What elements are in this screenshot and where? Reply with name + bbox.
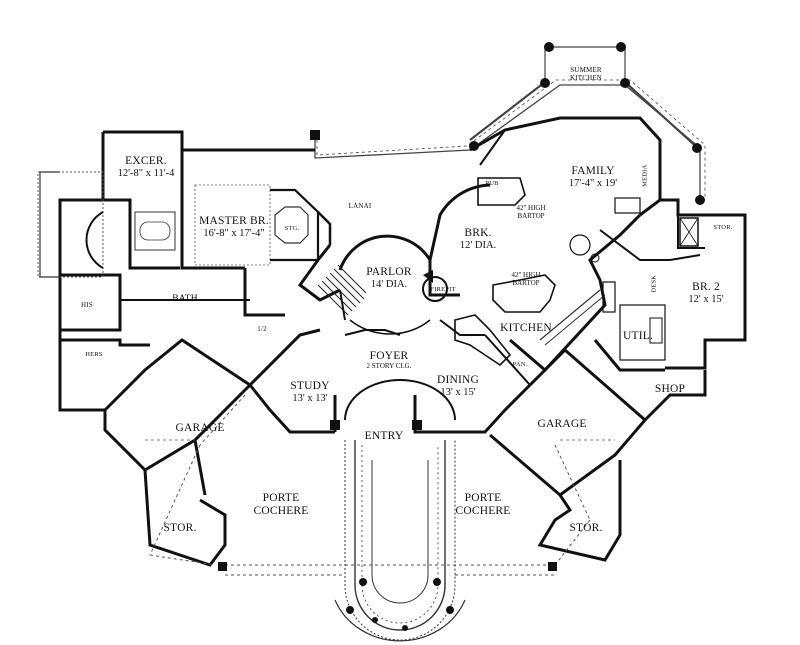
room-kitchen: KITCHEN	[496, 322, 556, 335]
room-shop: SHOP	[650, 383, 690, 396]
pub-bar	[477, 177, 526, 206]
room-br2: BR. 2 12' x 15'	[678, 281, 734, 306]
room-garage-right: GARAGE	[532, 418, 592, 431]
room-dims: 12'-8" x 11'-4	[117, 168, 175, 180]
room-name: MEDIA	[641, 164, 649, 187]
room-name: STOR.	[713, 224, 733, 231]
room-stg: STG.	[278, 225, 306, 232]
room-name: PORTE COCHERE	[253, 492, 309, 518]
room-dining: DINING 13' x 15'	[428, 374, 488, 399]
room-name: ENTRY	[364, 430, 404, 442]
foyer-walls	[248, 319, 532, 434]
room-hers: HERS	[79, 351, 109, 358]
room-porte-left: PORTE COCHERE	[248, 492, 314, 518]
room-stor-left: STOR.	[160, 522, 200, 535]
tub-bay	[85, 211, 104, 269]
room-lanai: LANAI	[340, 202, 380, 210]
entry-drive	[334, 440, 466, 642]
room-name: FAMILY	[571, 165, 615, 177]
room-parlor: PARLOR 14' DIA.	[356, 266, 422, 291]
room-foyer: FOYER 2 STORY CLG.	[344, 350, 434, 371]
room-name: STUDY	[290, 380, 330, 392]
room-dims: 16'-8" x 17'-4"	[203, 228, 265, 240]
room-name: PARLOR	[366, 266, 412, 278]
room-name: PUB	[485, 180, 499, 187]
firepit	[422, 276, 448, 302]
room-dims: 17'-4" x 19'	[568, 178, 618, 190]
room-dims: 13' x 13'	[292, 393, 328, 405]
bartop	[492, 274, 556, 313]
room-stor-top-right: STOR.	[708, 224, 738, 231]
room-stor-right: STOR.	[566, 522, 606, 535]
room-name: 1/2	[257, 325, 267, 333]
room-name: PAN.	[512, 361, 528, 368]
room-name: UTIL.	[622, 330, 654, 342]
note-text: 42" HIGH BARTOP	[511, 271, 541, 287]
room-his: HIS	[75, 301, 99, 309]
room-desk: DESK	[650, 270, 657, 298]
driveway	[149, 394, 591, 576]
room-name: HIS	[81, 301, 93, 309]
room-brk: BRK. 12' DIA.	[448, 227, 508, 252]
room-dims: 13' x 15'	[440, 387, 476, 399]
room-name: GARAGE	[175, 422, 225, 434]
room-name: STOR.	[163, 522, 197, 534]
room-name: KITCHEN	[500, 322, 552, 334]
room-porte-right: PORTE COCHERE	[450, 492, 516, 518]
stair	[317, 264, 367, 316]
note-text: 42" HIGH BARTOP	[516, 204, 546, 220]
center-right-walls	[428, 116, 747, 373]
room-dims: 2 STORY CLG.	[366, 362, 412, 371]
deck	[37, 171, 104, 278]
right-garage	[489, 347, 707, 562]
room-name: STOR.	[569, 522, 603, 534]
room-util: UTIL.	[620, 330, 656, 343]
room-pub: PUB	[482, 180, 502, 187]
room-name: BR. 2	[692, 281, 720, 293]
room-half-bath: 1/2	[254, 325, 270, 333]
room-study: STUDY 13' x 13'	[280, 380, 340, 405]
room-name: FOYER	[369, 350, 409, 362]
columns	[218, 42, 705, 631]
room-name: BRK.	[464, 227, 492, 239]
room-name: STG.	[284, 225, 300, 232]
note-bartop-lower: 42" HIGH BARTOP	[505, 271, 547, 287]
room-dims: 12' DIA.	[459, 240, 497, 252]
parlor-walls	[297, 234, 460, 321]
room-summer-kitchen: SUMMER KITCHEN	[556, 66, 616, 82]
room-dims: 14' DIA.	[370, 279, 408, 291]
util-room	[619, 304, 666, 361]
note-bartop-upper: 42" HIGH BARTOP	[510, 204, 552, 220]
room-name: PORTE COCHERE	[455, 492, 511, 518]
bed-area	[194, 184, 271, 266]
room-entry: ENTRY	[362, 430, 406, 443]
room-excer: EXCER. 12'-8" x 11'-4	[108, 155, 184, 180]
tub	[134, 211, 176, 251]
room-name: SUMMER KITCHEN	[569, 66, 603, 83]
room-family: FAMILY 17'-4" x 19'	[548, 165, 638, 190]
room-master-br: MASTER BR. 16'-8" x 17'-4"	[193, 215, 275, 240]
room-name: BATH	[172, 294, 198, 304]
room-name: FIREPIT	[430, 286, 456, 293]
room-dims: 12' x 15'	[688, 294, 724, 306]
kitchen-counter	[454, 314, 512, 367]
room-bath: BATH	[165, 294, 205, 305]
room-garage-left: GARAGE	[170, 422, 230, 435]
room-pan: PAN.	[508, 361, 532, 368]
room-name: MASTER BR.	[199, 215, 269, 227]
room-name: HERS	[85, 351, 103, 358]
left-garage	[103, 338, 253, 567]
room-name: GARAGE	[537, 418, 587, 430]
room-name: LANAI	[348, 202, 372, 210]
room-name: EXCER.	[125, 155, 167, 167]
entry-arch	[344, 379, 456, 421]
room-media: MEDIA	[641, 161, 648, 191]
left-wing-walls	[58, 130, 315, 412]
room-firepit: FIREPIT	[423, 286, 463, 293]
room-name: DESK	[650, 274, 658, 293]
room-name: DINING	[436, 374, 480, 386]
room-name: SHOP	[654, 383, 686, 395]
